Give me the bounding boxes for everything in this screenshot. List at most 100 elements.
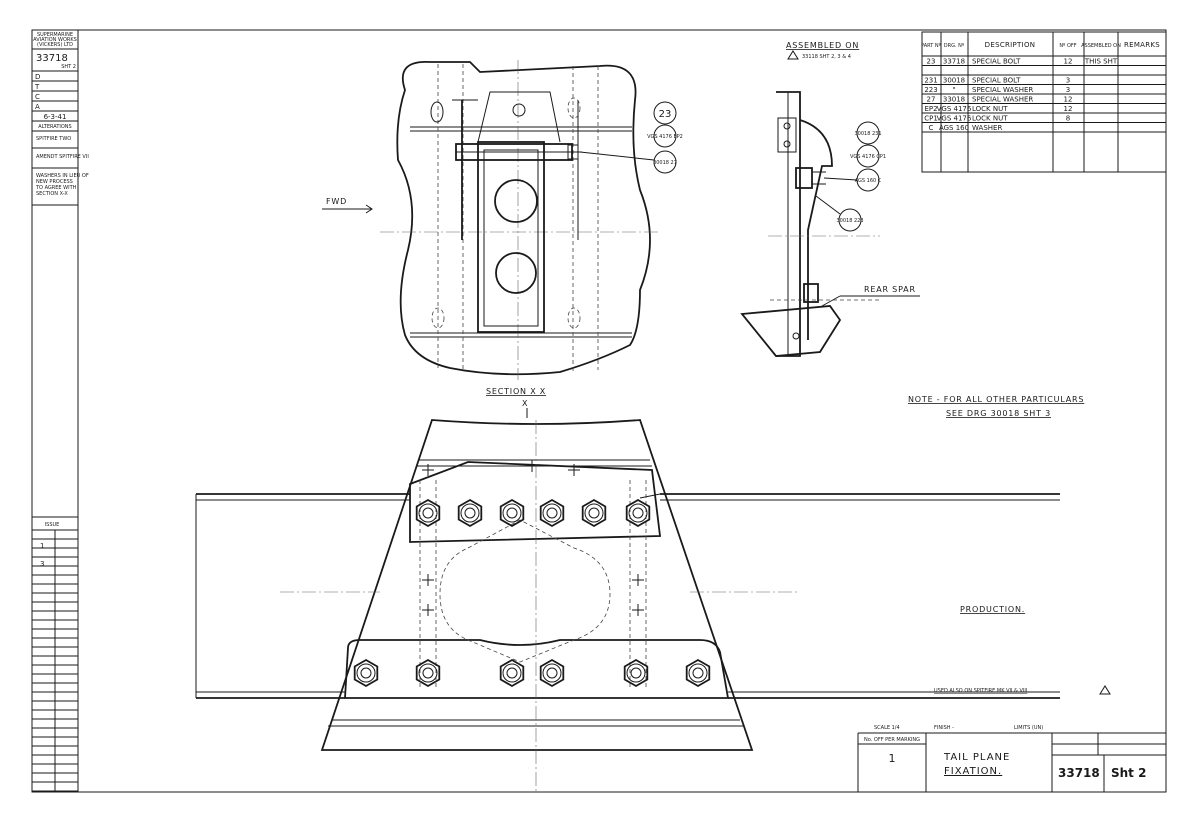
callout-cp1 (856, 144, 880, 168)
callout-223-text: 30018 223 (836, 218, 863, 224)
firm-line-3: (VICKERS) LTD (37, 42, 73, 48)
assembled-on-ref: 33118 SHT 2, 3 & 4 (802, 54, 851, 60)
used-also-text: USED ALSO ON SPITFIRE MK VII & VIII (934, 688, 1027, 694)
table-cell: C (929, 124, 934, 132)
bolt-head (499, 498, 525, 528)
bolt-head (499, 658, 525, 688)
table-cell: AGS 160 (939, 124, 969, 132)
table-cell: CP1 (924, 115, 938, 123)
table-cell: EP2 (924, 105, 937, 113)
letter-c: C (35, 93, 40, 101)
alteration-note-2: AMENDT SPITFIRE VII (36, 154, 89, 160)
bolt-head (581, 498, 607, 528)
parts-table: PART Nº DRG. Nº DESCRIPTION Nº OFF ASSEM… (921, 31, 1167, 173)
firm-line-2: AVIATION WORKS (33, 37, 77, 43)
issue-grid (32, 530, 78, 792)
title-block-sheet: Sht 2 (1111, 766, 1146, 780)
left-sheet: SHT 2 (61, 64, 76, 70)
table-cell: 3 (1066, 77, 1070, 85)
letter-t: T (34, 83, 40, 91)
left-column: SUPERMARINE AVIATION WORKS (VICKERS) LTD… (31, 29, 89, 793)
finish-label: FINISH - (934, 725, 954, 731)
bolt-head (625, 498, 651, 528)
table-cell: " (952, 86, 955, 94)
section-view (195, 419, 1060, 792)
header-no-off: Nº OFF (1059, 43, 1076, 49)
bolt-head (623, 658, 649, 688)
table-cell: VGS 4176 (937, 105, 972, 113)
bolt-row-upper (415, 498, 651, 528)
title-block-drawing-number: 33718 (1058, 766, 1100, 780)
callout-23-text: 23 (659, 109, 672, 120)
callout-c-text: AGS 160 C (855, 178, 882, 184)
table-cell: VGS 4176 (937, 115, 972, 123)
callout-ep2-text: VGS 4176 EP2 (647, 134, 683, 140)
top-plan-view: FWD 23 VGS 4176 EP2 30018 27 (322, 60, 683, 380)
bolt-head (415, 498, 441, 528)
bolt-head (685, 658, 711, 688)
table-cell: 8 (1066, 115, 1070, 123)
callout-cp1-text: VGS 4176 CP1 (850, 154, 886, 160)
callout-231-text: 30018 231 (854, 131, 881, 137)
section-title: SECTION X X (486, 387, 546, 396)
table-cell: 33718 (943, 58, 965, 66)
alterations-title: ALTERATIONS (38, 124, 71, 130)
callout-231 (856, 121, 880, 145)
letter-a: A (35, 103, 40, 111)
table-cell: SPECIAL WASHER (972, 96, 1033, 104)
issue-entry-2: 3 (40, 560, 44, 568)
alteration-note-4: NEW PROCESS (36, 179, 73, 185)
revision-triangle-icon (787, 50, 799, 60)
callout-27 (653, 150, 677, 174)
bolt-head (353, 658, 379, 688)
callout-23 (653, 101, 677, 125)
assembled-on-title: ASSEMBLED ON (786, 41, 859, 50)
callout-27-text: 30018 27 (653, 160, 677, 166)
title-block: SCALE 1/4 FINISH - LIMITS (UN) No. OFF P… (857, 725, 1166, 792)
header-drg-no: DRG. Nº (944, 43, 965, 49)
note-line-1: NOTE - FOR ALL OTHER PARTICULARS (908, 395, 1084, 404)
header-remarks: REMARKS (1124, 41, 1160, 49)
table-cell: 12 (1064, 105, 1073, 113)
alteration-note-3: WASHERS IN LIEU OF (36, 173, 89, 179)
table-cell: LOCK NUT (972, 115, 1008, 123)
table-cell: WASHER (972, 124, 1002, 132)
alteration-note-6: SECTION X-X (36, 191, 68, 197)
drawing-title-line-2: FIXATION. (944, 766, 1002, 777)
table-cell: 12 (1064, 96, 1073, 104)
table-cell: SPECIAL WASHER (972, 86, 1033, 94)
alteration-note-1: SPITFIRE TWO (36, 136, 71, 142)
table-cell: 33018 (943, 96, 965, 104)
table-cell: SPECIAL BOLT (972, 77, 1021, 85)
table-cell: 23 (927, 58, 936, 66)
side-elevation-view: 30018 231 VGS 4176 CP1 AGS 160 C 30018 2… (740, 91, 920, 357)
limits-label: LIMITS (UN) (1014, 725, 1043, 731)
drawing-title-line-1: TAIL PLANE (943, 752, 1010, 763)
marking-value: 1 (889, 752, 896, 765)
table-cell: 27 (927, 96, 936, 104)
bolt-head (539, 498, 565, 528)
table-cell: 3 (1066, 86, 1070, 94)
bolt-head (539, 658, 565, 688)
note-line-2: SEE DRG 30018 SHT 3 (946, 409, 1051, 418)
header-description: DESCRIPTION (985, 41, 1036, 49)
issue-entry-1: 1 (40, 542, 44, 550)
header-assembled-on: ASSEMBLED ON (1081, 43, 1121, 49)
table-cell: 12 (1064, 58, 1073, 66)
table-cell: 30018 (943, 77, 965, 85)
callout-223 (838, 208, 862, 232)
header-part-no: PART Nº (921, 43, 942, 49)
bolt-row-lower (353, 658, 711, 688)
issue-title: ISSUE (45, 522, 60, 528)
alteration-note-5: TO AGREE WITH (35, 185, 77, 191)
table-cell: 231 (924, 77, 937, 85)
section-marker: X (522, 399, 528, 408)
table-cell: SPECIAL BOLT (972, 58, 1021, 66)
table-cell: LOCK NUT (972, 105, 1008, 113)
table-cell: 223 (924, 86, 937, 94)
scale-label: SCALE 1/4 (874, 725, 900, 731)
table-cell: THIS SHT (1084, 58, 1118, 66)
revision-triangle-icon-2 (1099, 685, 1111, 695)
